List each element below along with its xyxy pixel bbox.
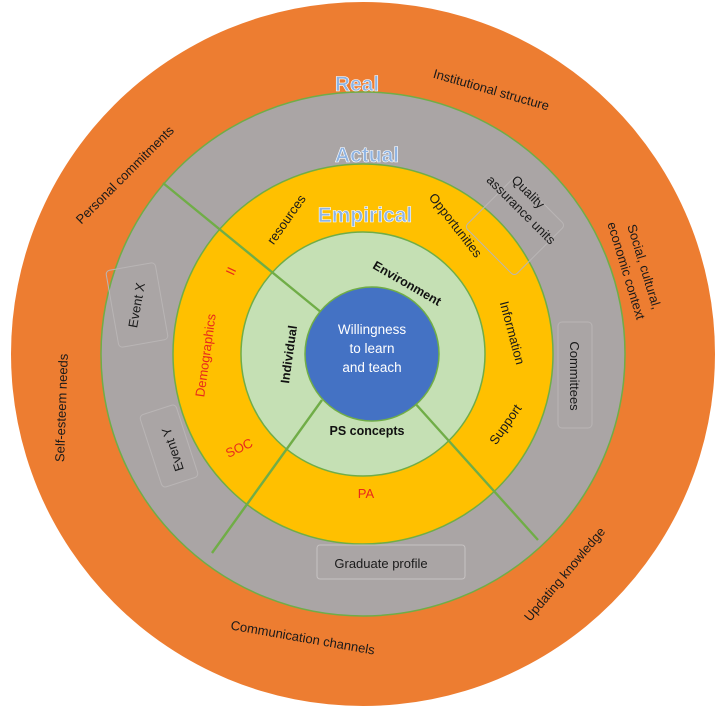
label-committees: Committees (567, 341, 582, 411)
layer-title-actual: Actual (335, 144, 399, 167)
label-pa: PA (358, 486, 375, 501)
divider-lower-right (403, 390, 539, 541)
core-text-line1: Willingness (338, 322, 407, 337)
divider-lower-left (211, 399, 323, 554)
event-x-box (105, 262, 169, 348)
core-text-line3: and teach (342, 360, 401, 375)
layer-title-empirical: Empirical (318, 204, 413, 227)
label-self-esteem-needs: Self-esteem needs (52, 353, 71, 462)
label-ps-concepts: PS concepts (329, 424, 404, 438)
graduate-profile-box (316, 544, 466, 580)
quality-assurance-box (465, 176, 565, 276)
committees-box (557, 321, 593, 429)
event-y-box (139, 404, 199, 488)
divider-upper-left (162, 182, 323, 314)
label-graduate-profile: Graduate profile (334, 556, 427, 571)
core-circle (304, 286, 440, 422)
core-text-line2: to learn (349, 341, 394, 356)
layer-title-real: Real (335, 73, 379, 96)
